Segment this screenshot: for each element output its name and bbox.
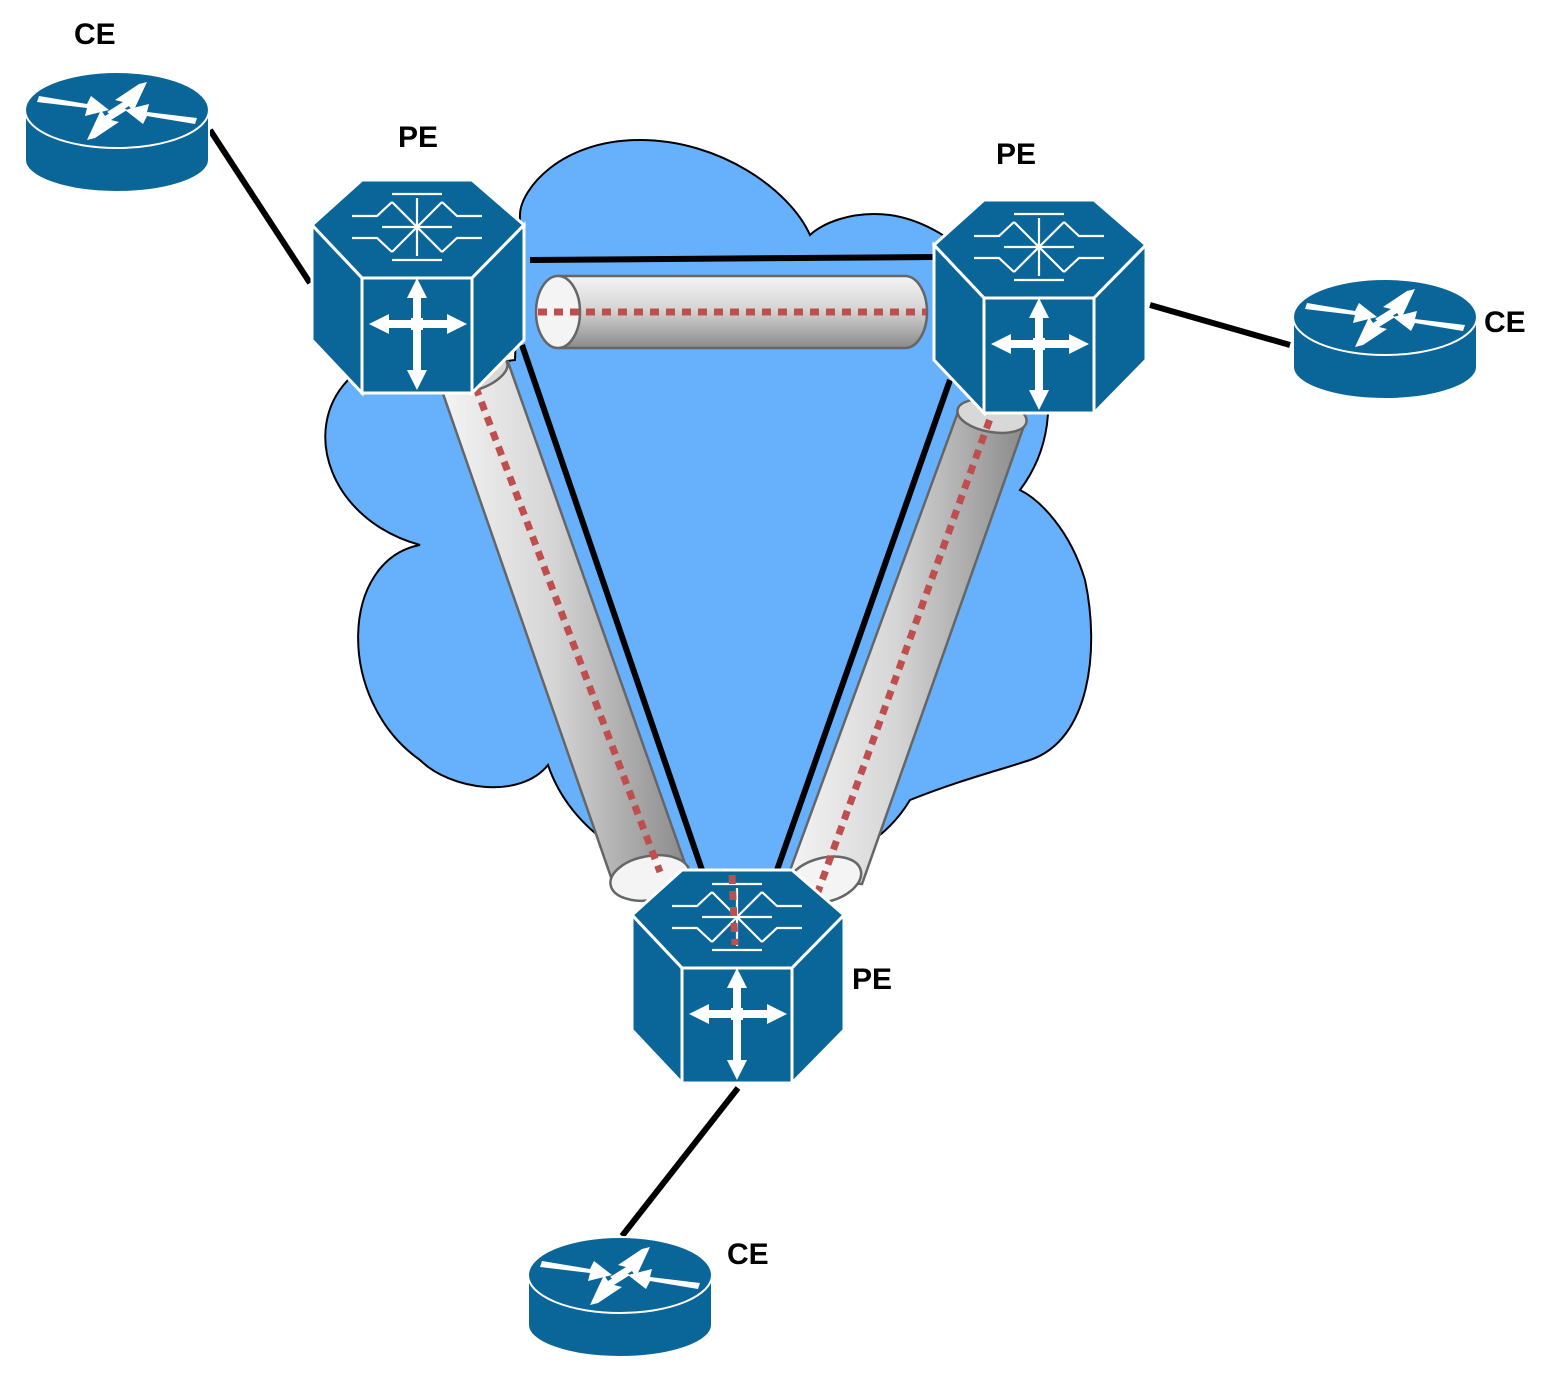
multilayer-switch-icon	[309, 178, 527, 397]
link-pe-top-right-to-bottom	[774, 379, 953, 871]
link-pe-top-left-to-bottom	[519, 344, 705, 871]
pe-top-left[interactable]	[309, 178, 527, 397]
label-pe-top-right: PE	[996, 138, 1037, 171]
ce-right[interactable]	[1292, 278, 1478, 400]
link-pe-pe-top	[529, 254, 936, 263]
pe-top-right[interactable]	[931, 198, 1149, 417]
physical-links	[207, 128, 1291, 1238]
link-ce-pe-top-left	[207, 128, 313, 285]
label-pe-top-left: PE	[398, 121, 439, 154]
ce-top-left[interactable]	[24, 71, 210, 193]
pe-bottom[interactable]	[629, 868, 847, 1087]
ce-bottom[interactable]	[527, 1236, 713, 1358]
link-pe-ce-bottom	[619, 1086, 741, 1238]
multilayer-switch-icon	[629, 868, 847, 1087]
tunnel-top	[534, 274, 929, 350]
router-icon	[1292, 278, 1478, 400]
router-icon	[24, 71, 210, 193]
router-icon	[527, 1236, 713, 1358]
label-pe-bottom: PE	[852, 963, 893, 996]
link-pe-ce-right	[1149, 302, 1291, 348]
pseudowire-bottom-stub	[728, 874, 739, 946]
pseudowire-right	[811, 403, 999, 902]
label-ce-bottom: CE	[727, 1238, 769, 1271]
label-ce-right: CE	[1484, 306, 1526, 339]
multilayer-switch-icon	[931, 198, 1149, 417]
label-ce-top-left: CE	[74, 18, 116, 51]
